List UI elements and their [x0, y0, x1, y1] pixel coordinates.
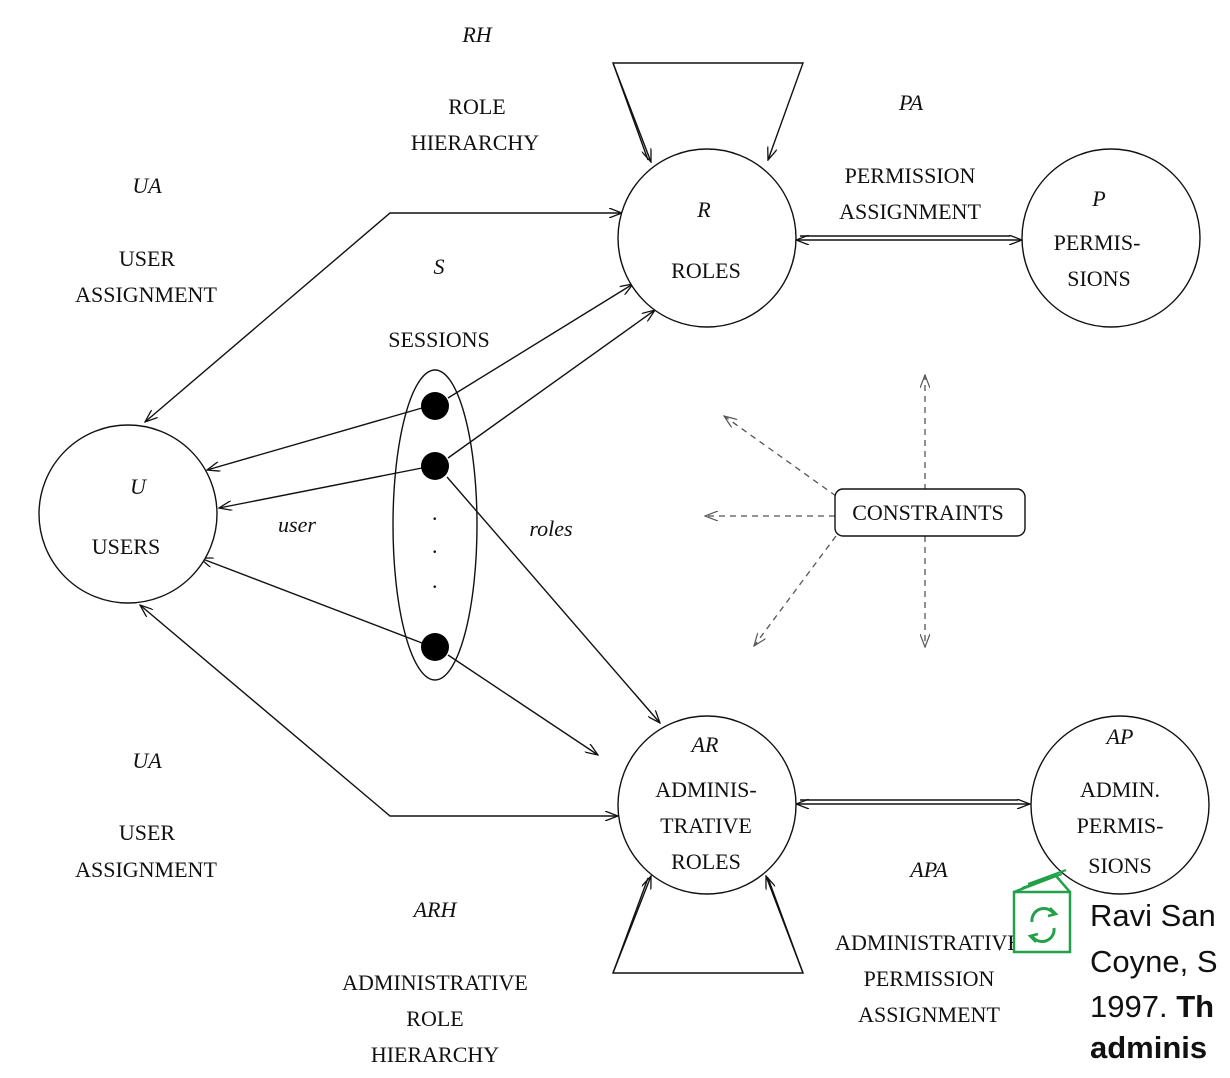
pa-line1: PERMISSION [845, 163, 976, 188]
users-symbol: U [130, 474, 148, 499]
admin-permissions-line3: SIONS [1088, 853, 1152, 878]
sessions-symbol: S [434, 254, 445, 279]
constraints-label: CONSTRAINTS [852, 500, 1004, 525]
ua-top-edge [145, 213, 622, 422]
pa-symbol: PA [898, 90, 924, 115]
apa-symbol: APA [908, 857, 948, 882]
session3-admin-role-edge [447, 654, 598, 755]
roles-symbol: R [696, 197, 711, 222]
session3-user-edge [200, 558, 423, 644]
admin-roles-line3: ROLES [671, 849, 741, 874]
sessions-name: SESSIONS [388, 327, 489, 352]
admin-role-hierarchy-arrow-left [612, 876, 651, 974]
rh-line1: ROLE [448, 94, 505, 119]
constraints-box [834, 488, 1026, 537]
rh-line2: HIERARCHY [411, 130, 539, 155]
ua-top-line2: ASSIGNMENT [75, 282, 217, 307]
ua-bottom-line2: ASSIGNMENT [75, 857, 217, 882]
admin-role-hierarchy-arrow-right [766, 876, 804, 974]
roles-node [617, 148, 797, 328]
apa-line2: PERMISSION [864, 966, 995, 991]
users-name: USERS [92, 534, 160, 559]
citation-book-icon [1012, 869, 1072, 954]
citation-line1: Ravi San [1090, 898, 1216, 933]
citation-line2: Coyne, S [1090, 944, 1218, 979]
admin-permissions-line2: PERMIS- [1077, 813, 1164, 838]
arh-line2: ROLE [406, 1006, 463, 1031]
admin-roles-line1: ADMINIS- [655, 777, 756, 802]
admin-roles-line2: TRATIVE [660, 813, 752, 838]
citation-line3: 1997. Th [1090, 989, 1214, 1024]
session-dot [421, 452, 449, 480]
citation-line3-bold: Th [1176, 989, 1214, 1024]
session-ellipsis-dot: . [432, 568, 438, 593]
arh-symbol: ARH [412, 897, 458, 922]
roles-name: ROLES [671, 258, 741, 283]
role-hierarchy-arrow-left [612, 62, 651, 162]
admin-roles-node [617, 715, 797, 895]
session-ellipsis-dot: . [432, 533, 438, 558]
sessions-ellipse [392, 369, 478, 681]
session-dot [421, 392, 449, 420]
session-ellipsis-dot: . [432, 500, 438, 525]
permissions-symbol: P [1091, 186, 1105, 211]
session1-role-edge [447, 284, 633, 399]
ua-bottom-edge [140, 605, 618, 816]
arh-line1: ADMINISTRATIVE [342, 970, 528, 995]
admin-roles-symbol: AR [690, 732, 719, 757]
roles-edge-label: roles [529, 516, 572, 541]
apa-line1: ADMINISTRATIVE [835, 930, 1021, 955]
ua-bottom-line1: USER [119, 820, 176, 845]
rh-symbol: RH [461, 22, 492, 47]
permissions-name-line2: SIONS [1067, 266, 1131, 291]
admin-permissions-line1: ADMIN. [1080, 777, 1160, 802]
constraint-arrow-downleft [754, 535, 837, 646]
session-dot [421, 633, 449, 661]
session1-user-edge [207, 407, 423, 470]
admin-permissions-node [1030, 715, 1210, 895]
ua-bottom-symbol: UA [132, 748, 162, 773]
pa-line2: ASSIGNMENT [839, 199, 981, 224]
citation-line3-plain: 1997. [1090, 989, 1176, 1024]
constraint-arrow-upleft [724, 416, 837, 497]
ua-top-line1: USER [119, 246, 176, 271]
permissions-name-line1: PERMIS- [1054, 230, 1141, 255]
citation-line4: adminis [1090, 1030, 1207, 1065]
session2-admin-role-edge [446, 476, 660, 723]
arh-line3: HIERARCHY [371, 1042, 499, 1067]
permissions-node [1021, 148, 1201, 328]
session2-user-edge [219, 467, 423, 508]
role-hierarchy-loop [612, 62, 804, 160]
apa-line3: ASSIGNMENT [858, 1002, 1000, 1027]
admin-permissions-symbol: AP [1105, 724, 1134, 749]
session2-role-edge [447, 310, 655, 459]
user-edge-label: user [278, 512, 316, 537]
ua-top-symbol: UA [132, 173, 162, 198]
users-node [38, 424, 218, 604]
